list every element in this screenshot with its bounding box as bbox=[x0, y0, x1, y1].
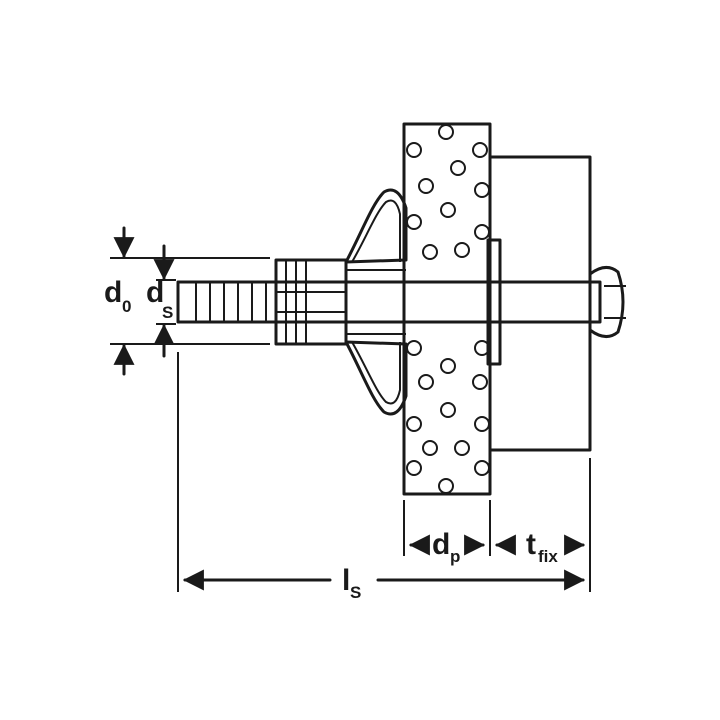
dimension-lines bbox=[110, 226, 591, 592]
label-d0: d 0 bbox=[104, 276, 131, 316]
anchor-wings bbox=[344, 188, 408, 416]
label-ds-main: d bbox=[146, 276, 164, 309]
board-hole bbox=[406, 416, 422, 432]
board-hole bbox=[454, 440, 470, 456]
label-dp: d p bbox=[432, 528, 460, 566]
label-dp-main: d bbox=[432, 528, 450, 561]
label-tfix-main: t bbox=[526, 528, 536, 561]
board-hole bbox=[454, 242, 470, 258]
label-ls: l S bbox=[342, 564, 361, 602]
fixture-part bbox=[488, 155, 592, 452]
anchor-sleeve bbox=[274, 258, 348, 346]
label-tfix: t fix bbox=[526, 528, 558, 566]
board-hole bbox=[472, 374, 488, 390]
board-hole bbox=[418, 178, 434, 194]
board-hole bbox=[450, 160, 466, 176]
board-hole bbox=[474, 460, 490, 476]
label-ls-sub: S bbox=[350, 583, 361, 602]
board-hole bbox=[474, 182, 490, 198]
board-hole bbox=[406, 340, 422, 356]
label-ds: d S bbox=[146, 276, 173, 322]
board-hole bbox=[438, 124, 454, 140]
label-d0-main: d bbox=[104, 276, 122, 309]
label-ds-sub: S bbox=[162, 303, 173, 322]
label-ls-main: l bbox=[342, 564, 350, 597]
board-hole bbox=[418, 374, 434, 390]
label-d0-sub: 0 bbox=[122, 297, 131, 316]
board-hole bbox=[406, 460, 422, 476]
board-hole bbox=[472, 142, 488, 158]
screw bbox=[176, 266, 626, 338]
label-tfix-sub: fix bbox=[538, 547, 558, 566]
screw-head bbox=[588, 266, 625, 338]
board-holes bbox=[406, 124, 490, 494]
board-hole bbox=[474, 224, 490, 240]
anchor-flange bbox=[486, 238, 502, 366]
board-hole bbox=[406, 142, 422, 158]
board-hole bbox=[440, 358, 456, 374]
board-hole bbox=[474, 416, 490, 432]
board-hole bbox=[422, 440, 438, 456]
board-hole bbox=[440, 202, 456, 218]
board-hole bbox=[422, 244, 438, 260]
hollow-board bbox=[402, 122, 492, 496]
label-dp-sub: p bbox=[450, 547, 460, 566]
board-hole bbox=[440, 402, 456, 418]
board-hole bbox=[406, 214, 422, 230]
screw-thread bbox=[195, 282, 267, 322]
board-hole bbox=[438, 478, 454, 494]
